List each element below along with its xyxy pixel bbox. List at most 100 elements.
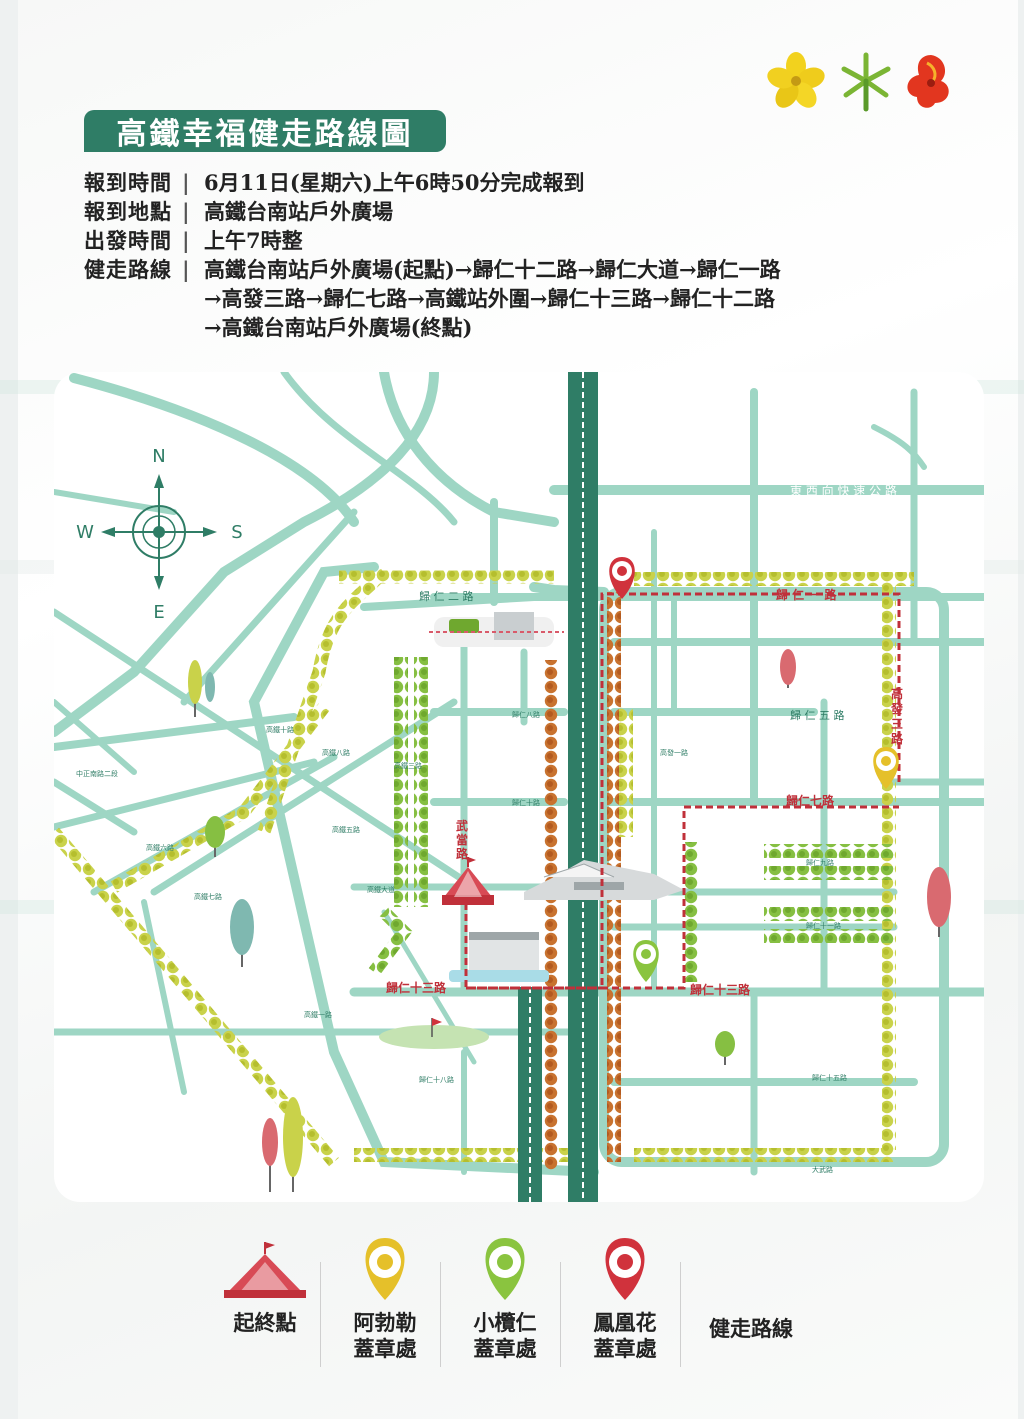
start-end-tent-icon (442, 857, 494, 905)
road-label: 歸 仁 五 路 (790, 708, 845, 722)
info-separator: | (182, 257, 190, 282)
road-label-char: 路 (891, 731, 904, 746)
legend-divider (560, 1262, 561, 1367)
vertical-road-label: 高 (891, 686, 903, 701)
info-row-checkin-time: 報到時間 | 6月11日(星期六)上午6時50分完成報到 (84, 168, 984, 197)
street-labels: 東 西 向 快 速 公 路 歸 仁 二 路 歸 仁 一 路 歸 仁 五 路 歸仁… (76, 483, 897, 1174)
tree-icon (283, 1097, 303, 1192)
road-label: 歸 仁 一 路 (776, 587, 838, 602)
legend-label: 鳳凰花 蓋章處 (570, 1310, 680, 1362)
map-canvas: N E W S 東 西 向 快 速 公 路 歸 仁 二 路 歸 仁 一 路 歸 … (54, 372, 984, 1202)
road-label: 歸仁九路 (806, 858, 834, 867)
compass-label: S (231, 522, 242, 543)
building-south (449, 932, 549, 982)
legend-item-route: 健走路線 (696, 1232, 806, 1372)
road-label: 高鐵大道 (367, 885, 395, 894)
road-label: 歸仁十八路 (419, 1075, 454, 1084)
road-label: 大武路 (812, 1165, 833, 1174)
golf-field (379, 1018, 489, 1049)
legend-item-start-end: 起終點 (210, 1232, 320, 1372)
vertical-road-label: 發 (890, 701, 904, 716)
road-label: 歸仁十一路 (806, 921, 841, 930)
road-label: 歸仁八路 (512, 710, 540, 719)
terminalia-leaf-icon (841, 52, 891, 112)
tree-icon (230, 899, 254, 967)
route-map: N E W S 東 西 向 快 速 公 路 歸 仁 二 路 歸 仁 一 路 歸 … (54, 372, 984, 1202)
road-label: 歸仁十三路 (386, 980, 447, 995)
road-label: 高鐵一路 (304, 1010, 332, 1019)
railway (518, 372, 598, 1202)
legend-divider (440, 1262, 441, 1367)
vertical-road-label: 路 (456, 846, 469, 861)
info-label: 報到地點 (84, 199, 172, 224)
road-label: 高鐵六路 (146, 843, 174, 852)
tree-icon (262, 1118, 278, 1192)
road-label: 高鐵八路 (322, 748, 350, 757)
info-label: 報到時間 (84, 170, 172, 195)
road-label: 高發一路 (660, 748, 688, 757)
legend-label-line: 蓋章處 (473, 1336, 537, 1361)
legend-label: 小欖仁 蓋章處 (450, 1310, 560, 1362)
road-label-char: 當 (456, 832, 468, 847)
tree-icon (780, 649, 796, 688)
event-info: 報到時間 | 6月11日(星期六)上午6時50分完成報到 報到地點 | 高鐵台南… (84, 168, 984, 342)
tree-icon (205, 816, 225, 857)
road-label: 歸仁十五路 (812, 1073, 847, 1082)
legend-item-golden-shower: 阿勃勒 蓋章處 (330, 1232, 440, 1372)
station-building (524, 860, 684, 900)
vertical-road-label: 路 (891, 731, 904, 746)
info-separator: | (182, 199, 190, 224)
golden-shower-flower-icon (767, 52, 825, 108)
compass-label: E (153, 602, 164, 623)
vertical-road-label: 當 (456, 832, 468, 847)
info-separator: | (182, 228, 190, 253)
legend-divider (320, 1262, 321, 1367)
road-label-char: 三 (891, 717, 903, 731)
road-label-char: 路 (456, 846, 469, 861)
info-separator: | (182, 170, 190, 195)
golden-shower-pin-icon (365, 1238, 405, 1300)
info-row-checkin-place: 報到地點 | 高鐵台南站戶外廣場 (84, 197, 984, 226)
info-value: 高鐵台南站戶外廣場(起點)→歸仁十二路→歸仁大道→歸仁一路 (204, 257, 781, 282)
compass-label: N (152, 446, 165, 467)
vertical-road-label: 三 (891, 717, 903, 731)
route-continuation: →高發三路→歸仁七路→高鐵站外圍→歸仁十三路→歸仁十二路 (204, 286, 775, 311)
info-row-start-time: 出發時間 | 上午7時整 (84, 226, 984, 255)
road-label: 高鐵三路 (394, 761, 422, 770)
golden-shower-stamp-pin-icon (873, 747, 899, 789)
road-label: 高鐵十路 (266, 725, 294, 734)
map-legend: 起終點 阿勃勒 蓋章處 小欖仁 蓋章處 鳳凰花 (210, 1232, 830, 1372)
road-label: 高鐵五路 (332, 825, 360, 834)
compass: N E W S (76, 446, 243, 623)
decor-trees (188, 649, 951, 1192)
legend-label: 阿勃勒 蓋章處 (330, 1310, 440, 1362)
flame-tree-pin-icon (605, 1238, 645, 1300)
legend-item-flame-tree: 鳳凰花 蓋章處 (570, 1232, 680, 1372)
info-label: 健走路線 (84, 257, 172, 282)
legend-label-line: 阿勃勒 (353, 1310, 417, 1335)
tent-icon (224, 1242, 306, 1298)
road-label: 東 西 向 快 速 公 路 (790, 483, 897, 498)
tree-icon (927, 867, 951, 937)
legend-label: 起終點 (210, 1310, 320, 1336)
legend-label-line: 健走路線 (709, 1316, 793, 1341)
building-north (429, 612, 564, 647)
page-title: 高鐵幸福健走路線圖 (84, 110, 446, 152)
legend-label-line: 蓋章處 (353, 1336, 417, 1361)
terminalia-pin-icon (485, 1238, 525, 1300)
info-value: 6月11日(星期六)上午6時50分完成報到 (204, 170, 585, 195)
flame-tree-stamp-pin-icon (609, 557, 635, 599)
dashed-route-icon (726, 1302, 776, 1306)
legend-label-line: 起終點 (233, 1310, 297, 1335)
terminalia-stamp-pin-icon (633, 940, 659, 982)
flame-tree-flower-icon (907, 55, 949, 108)
road-label: 歸 仁 二 路 (419, 589, 474, 603)
info-value: 上午7時整 (204, 228, 303, 253)
road-label-char: 高 (891, 686, 903, 701)
info-value: 高鐵台南站戶外廣場 (204, 199, 393, 224)
walking-route (464, 592, 901, 990)
route-continuation: →高鐵台南站戶外廣場(終點) (204, 315, 473, 340)
legend-label-line: 小欖仁 (473, 1310, 537, 1335)
legend-label: 健走路線 (696, 1316, 806, 1342)
legend-label-line: 鳳凰花 (593, 1310, 657, 1335)
